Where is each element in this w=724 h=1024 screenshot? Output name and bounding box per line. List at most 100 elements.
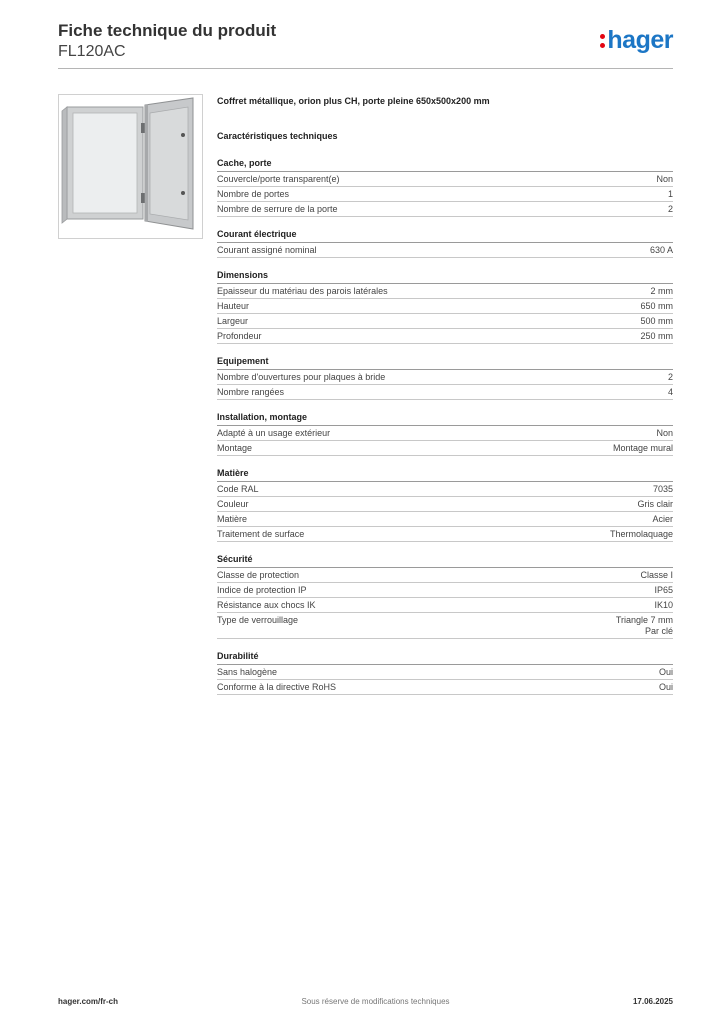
spec-value: Gris clair	[638, 499, 674, 510]
spec-value: 2	[668, 372, 673, 383]
spec-value-line: Gris clair	[637, 499, 674, 509]
spec-value: 2 mm	[651, 286, 674, 297]
product-content: Coffret métallique, orion plus CH, porte…	[217, 96, 673, 707]
spec-label: Hauteur	[217, 301, 250, 311]
spec-label: Nombre de serrure de la porte	[217, 204, 338, 214]
logo-dots-icon	[600, 32, 606, 50]
spec-row: Classe de protection Classe I	[217, 568, 673, 583]
spec-label: Classe de protection	[217, 570, 300, 580]
spec-label: Conforme à la directive RoHS	[217, 682, 337, 692]
spec-value: Oui	[659, 682, 673, 693]
spec-value: Acier	[652, 514, 673, 525]
spec-row: Nombre de serrure de la porte 2	[217, 202, 673, 217]
spec-row: Code RAL 7035	[217, 482, 673, 497]
spec-value-line: Acier	[652, 514, 673, 524]
spec-label: Epaisseur du matériau des parois latéral…	[217, 286, 388, 296]
spec-value: Non	[656, 174, 673, 185]
spec-value: Montage mural	[613, 443, 673, 454]
spec-row: Couleur Gris clair	[217, 497, 673, 512]
spec-value: 500 mm	[640, 316, 673, 327]
spec-group-title: Courant électrique	[217, 229, 673, 243]
spec-row: Nombre d'ouvertures pour plaques à bride…	[217, 370, 673, 385]
spec-value-line: 4	[667, 387, 673, 397]
spec-value-line: Oui	[658, 667, 673, 677]
spec-label: Couleur	[217, 499, 249, 509]
spec-label: Nombre d'ouvertures pour plaques à bride	[217, 372, 386, 382]
spec-label: Type de verrouillage	[217, 615, 299, 625]
spec-value: IP65	[654, 585, 673, 596]
spec-label: Nombre rangées	[217, 387, 285, 397]
spec-row: Conforme à la directive RoHS Oui	[217, 680, 673, 695]
footer-note: Sous réserve de modifications techniques	[301, 997, 450, 1006]
product-image	[58, 94, 203, 239]
product-description: Coffret métallique, orion plus CH, porte…	[217, 96, 490, 106]
spec-value-line: 500 mm	[640, 316, 673, 326]
spec-value-line: Triangle 7 mm	[615, 615, 673, 625]
spec-value-line: Non	[656, 428, 673, 438]
spec-group-title: Equipement	[217, 356, 673, 370]
spec-label: Adapté à un usage extérieur	[217, 428, 331, 438]
spec-value-line: Thermolaquage	[609, 529, 673, 539]
spec-label: Indice de protection IP	[217, 585, 307, 595]
spec-value: 7035	[653, 484, 673, 495]
spec-row: Nombre rangées 4	[217, 385, 673, 400]
spec-value: 4	[668, 387, 673, 398]
product-code: FL120AC	[58, 43, 126, 60]
spec-value-line: 650 mm	[640, 301, 673, 311]
spec-row: Hauteur 650 mm	[217, 299, 673, 314]
spec-value-line: 7035	[652, 484, 673, 494]
spec-value: 250 mm	[640, 331, 673, 342]
spec-row: Adapté à un usage extérieur Non	[217, 426, 673, 441]
spec-row: Montage Montage mural	[217, 441, 673, 456]
spec-group-title: Installation, montage	[217, 412, 673, 426]
spec-label: Couvercle/porte transparent(e)	[217, 174, 340, 184]
spec-row: Couvercle/porte transparent(e) Non	[217, 172, 673, 187]
spec-value: 650 mm	[640, 301, 673, 312]
spec-label: Montage	[217, 443, 253, 453]
spec-label: Résistance aux chocs IK	[217, 600, 316, 610]
spec-value-line: 2	[667, 204, 673, 214]
spec-value-line: 630 A	[649, 245, 673, 255]
spec-value-line: 2 mm	[650, 286, 674, 296]
spec-group-title: Sécurité	[217, 554, 673, 568]
spec-group-title: Matière	[217, 468, 673, 482]
spec-value-line: IK10	[654, 600, 673, 610]
spec-label: Largeur	[217, 316, 249, 326]
page-footer: hager.com/fr-ch Sous réserve de modifica…	[58, 997, 673, 1007]
page-title: Fiche technique du produit	[58, 21, 277, 40]
spec-label: Nombre de portes	[217, 189, 290, 199]
spec-value: Thermolaquage	[610, 529, 673, 540]
characteristics-heading: Caractéristiques techniques	[217, 131, 338, 141]
spec-row: Sans halogène Oui	[217, 665, 673, 680]
spec-row: Largeur 500 mm	[217, 314, 673, 329]
spec-row: Epaisseur du matériau des parois latéral…	[217, 284, 673, 299]
spec-row: Indice de protection IP IP65	[217, 583, 673, 598]
page-header: Fiche technique du produit FL120AC hager	[58, 20, 673, 61]
spec-value: Classe I	[640, 570, 673, 581]
spec-label: Sans halogène	[217, 667, 278, 677]
spec-value: IK10	[654, 600, 673, 611]
footer-date: 17.06.2025	[632, 997, 673, 1006]
spec-value-line: Non	[656, 174, 673, 184]
spec-group-title: Cache, porte	[217, 158, 673, 172]
spec-value-line: 2	[667, 372, 673, 382]
spec-label: Code RAL	[217, 484, 259, 494]
logo-text: hager	[607, 26, 673, 54]
footer-website-link[interactable]: hager.com/fr-ch	[58, 997, 119, 1006]
header-divider	[58, 68, 673, 69]
spec-value-line: Oui	[658, 682, 673, 692]
